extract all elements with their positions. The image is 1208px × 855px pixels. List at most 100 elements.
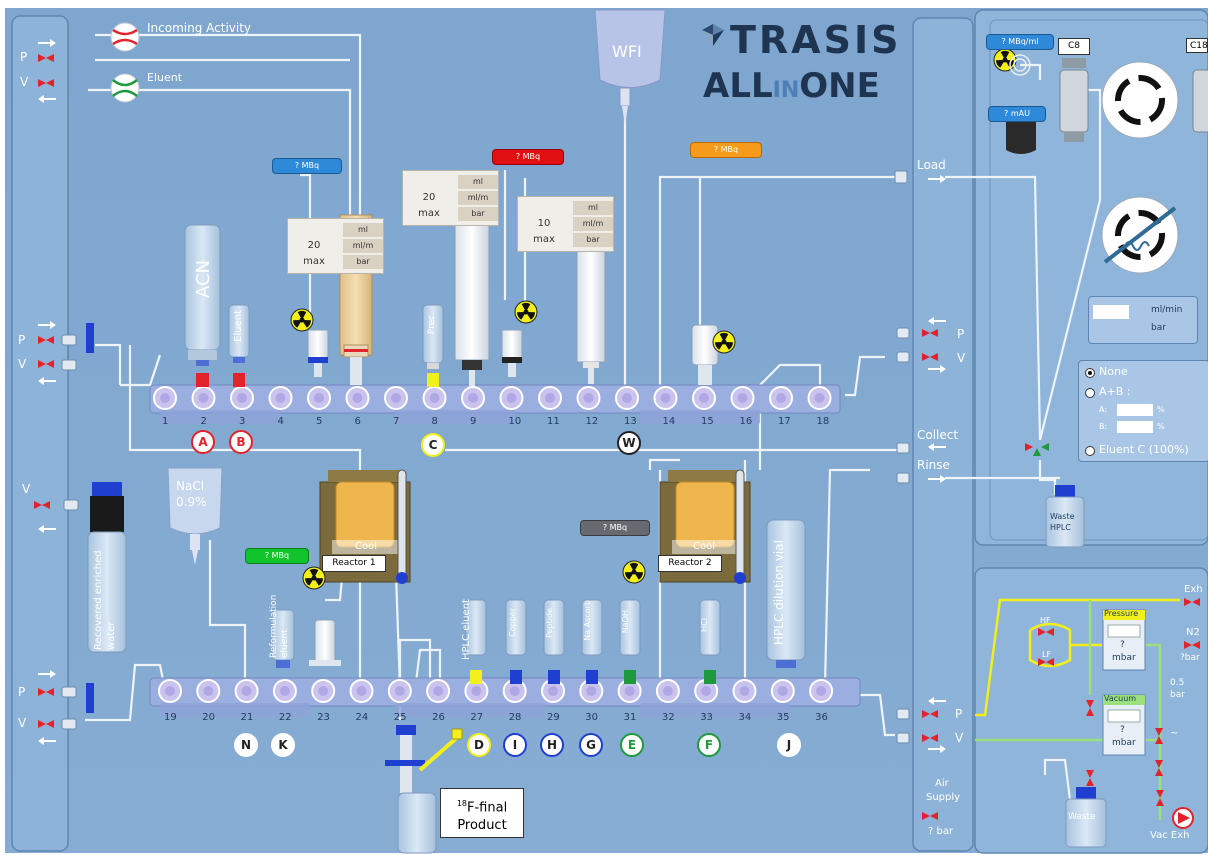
reform-eluent-vial[interactable]	[271, 609, 295, 668]
stopcock-core	[739, 686, 750, 696]
syringe-10[interactable]	[501, 329, 523, 377]
input-a-pct[interactable]	[1117, 404, 1153, 416]
left-rail-valves[interactable]	[34, 54, 54, 728]
right-rail-ports	[894, 170, 910, 744]
vial-cap	[624, 670, 636, 684]
syringe-23[interactable]	[309, 619, 341, 666]
pressure-unit-label: mbar	[1112, 653, 1136, 663]
air-label: Air	[935, 778, 949, 789]
radio-eluent-c[interactable]	[1085, 446, 1095, 456]
radiation-blade	[297, 311, 307, 320]
recovered-water-bottle[interactable]	[87, 482, 127, 653]
option-ab: A+B :	[1099, 385, 1131, 398]
vial-cap	[470, 670, 482, 684]
pressure-unit: bar	[1151, 323, 1166, 333]
activity-meter-1: ? MBq	[272, 158, 342, 174]
pct-a: %	[1157, 405, 1165, 414]
pressure-gauge	[1102, 609, 1146, 671]
reactor-1-label[interactable]: Reactor 1	[322, 555, 386, 572]
syringe-12[interactable]	[576, 249, 606, 384]
flow-unit: ml/min	[1151, 305, 1183, 315]
syringe-9[interactable]	[454, 224, 490, 386]
radiation-blade	[521, 302, 531, 312]
right-rail-valves[interactable]	[922, 329, 938, 820]
input-b-pct[interactable]	[1117, 421, 1153, 433]
hplc-flow-display: ml/min bar	[1088, 296, 1198, 344]
port-number: 23	[317, 712, 330, 723]
reagent-vial[interactable]	[465, 599, 487, 656]
reactor-1-cool[interactable]: Cool	[355, 541, 377, 552]
reagent-vial[interactable]	[619, 599, 641, 656]
left-p-label-1: P	[20, 50, 28, 64]
hplc-dilution-vial[interactable]	[766, 519, 806, 668]
radiation-center	[721, 339, 727, 345]
stopcocks-bottom[interactable]	[158, 679, 834, 703]
radiation-blade	[309, 569, 319, 578]
stopcock-core	[737, 393, 748, 403]
reactor-2[interactable]	[659, 469, 751, 584]
prec-vial[interactable]	[422, 304, 444, 387]
hplc-dilution-label: HPLC dilution vial	[772, 540, 786, 645]
eluent-vial-label: Eluent	[233, 310, 244, 342]
eluent-line-label: Eluent	[147, 71, 183, 84]
port-number: 12	[585, 416, 599, 427]
reagent-vials-bottom[interactable]	[465, 599, 721, 684]
syringe-5[interactable]	[307, 329, 329, 377]
stopcock-core	[198, 393, 209, 403]
eluent-vial[interactable]	[228, 304, 250, 387]
marker-f: F	[697, 733, 721, 757]
final-product-vial[interactable]	[385, 725, 463, 854]
acn-label: ACN	[193, 260, 214, 299]
marker-w: W	[617, 431, 641, 455]
port-number: 27	[470, 712, 484, 723]
vacuum-pump-icon[interactable]	[1172, 807, 1194, 829]
port-number: 32	[661, 712, 675, 723]
pump6-empty	[288, 223, 340, 237]
marker-b: B	[229, 430, 253, 454]
radiation-blade	[715, 342, 724, 350]
air-bar-label: ? bar	[928, 826, 954, 837]
nacl-pct-label: 0.9%	[176, 495, 207, 509]
reactor-2-cool[interactable]: Cool	[693, 541, 715, 552]
port-number: 2	[200, 416, 207, 427]
stopcocks-top[interactable]	[153, 386, 832, 410]
reactor-2-label[interactable]: Reactor 2	[658, 555, 722, 572]
gas-valves[interactable]	[1038, 598, 1200, 806]
reagent-vial[interactable]	[505, 599, 527, 656]
stopcock-core	[391, 393, 401, 403]
radiation-center	[1002, 57, 1008, 63]
hplc-c18-column[interactable]	[1192, 69, 1208, 133]
pump-display-12: ml 10 ml/m max bar	[517, 196, 614, 252]
brand-product: ALLINONE	[703, 66, 880, 106]
stopcock-core	[237, 393, 247, 403]
reagent-vial[interactable]	[543, 599, 565, 656]
vial-cap	[704, 670, 716, 684]
vial-cap	[510, 670, 522, 684]
collect-valve[interactable]	[1025, 443, 1049, 456]
flow-value[interactable]	[1093, 305, 1129, 319]
reagent-vial[interactable]	[581, 599, 603, 656]
radio-ab[interactable]	[1085, 388, 1095, 398]
nacl-bag[interactable]	[167, 467, 223, 565]
reagent-vial[interactable]	[699, 599, 721, 656]
port-number: 28	[508, 712, 522, 723]
hplc-valve-top[interactable]	[1101, 61, 1179, 139]
acn-bottle[interactable]	[184, 224, 221, 387]
hplc-waste-bottle[interactable]	[1045, 485, 1085, 548]
port-number: 8	[431, 416, 438, 427]
hplc-c8-column[interactable]	[1059, 58, 1089, 142]
radio-none[interactable]	[1085, 368, 1095, 378]
eluent-sensor	[110, 73, 140, 103]
wfi-bag[interactable]	[594, 9, 666, 125]
gas-waste-bottle[interactable]	[1065, 787, 1107, 848]
stopcock-core	[660, 393, 671, 403]
radiation-blade	[996, 60, 1005, 68]
option-none: None	[1099, 365, 1128, 378]
stopcock-core	[662, 686, 673, 696]
port-number: 17	[778, 416, 791, 427]
marker-j: J	[777, 733, 801, 757]
hplc-valve-bottom[interactable]	[1101, 196, 1179, 274]
radiation-center	[631, 569, 637, 575]
radiation-icons	[290, 48, 1017, 590]
